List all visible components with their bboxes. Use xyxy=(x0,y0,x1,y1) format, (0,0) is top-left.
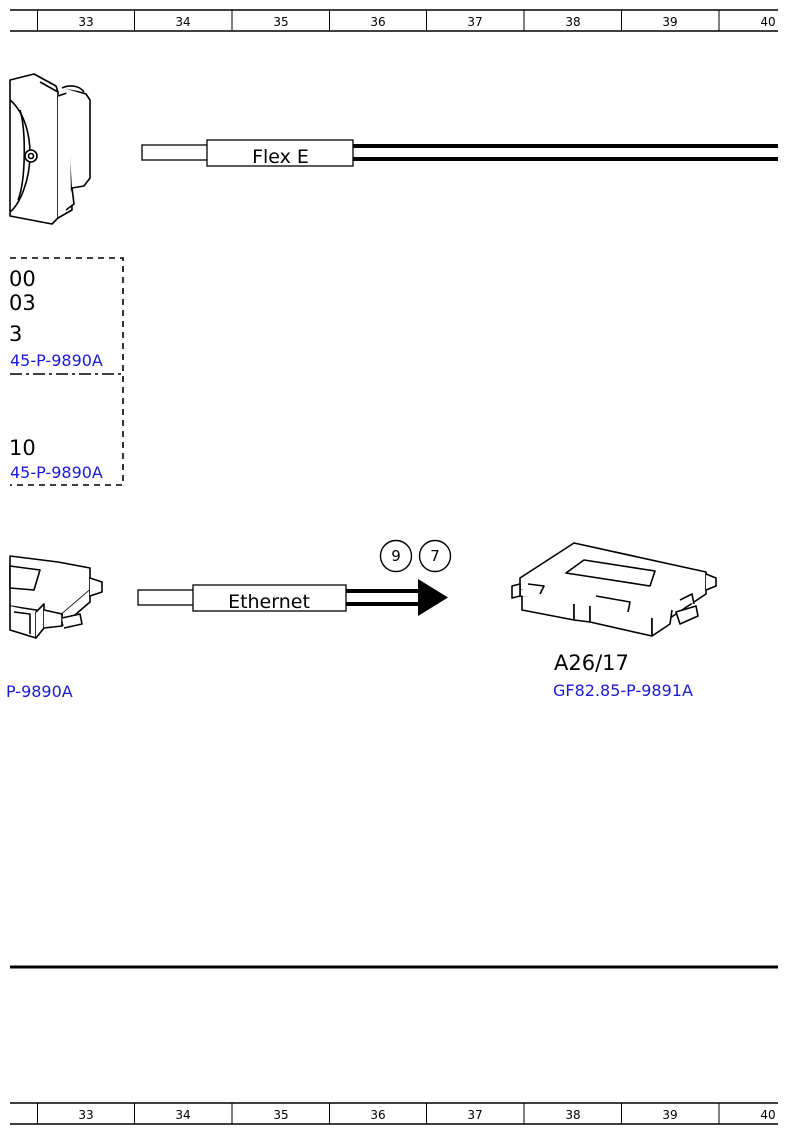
ruler-top-col-38: 38 xyxy=(565,15,580,29)
ruler-top-col-33: 33 xyxy=(78,15,93,29)
ruler-top-col-35: 35 xyxy=(273,15,288,29)
badge-7-label: 7 xyxy=(430,547,440,565)
box-lower: 10 45-P-9890A xyxy=(9,436,103,482)
right-control-module xyxy=(511,542,717,637)
box-upper-ref-link[interactable]: 45-P-9890A xyxy=(10,351,103,370)
box-upper-line-2: 03 xyxy=(9,291,36,315)
ruler-bottom-col-33: 33 xyxy=(78,1108,93,1122)
flex-e-label-box xyxy=(206,139,354,167)
ruler-top-col-39: 39 xyxy=(662,15,677,29)
ruler-bottom-col-40: 40 xyxy=(760,1108,775,1122)
box-lower-line-1: 10 xyxy=(9,436,36,460)
ruler-bottom-col-38: 38 xyxy=(565,1108,580,1122)
box-upper: 00 03 3 45-P-9890A xyxy=(9,267,103,370)
ethernet-cable: Ethernet xyxy=(137,579,448,616)
dashed-boxes xyxy=(10,257,124,486)
badge-7: 7 xyxy=(418,539,452,573)
ruler-bottom-col-37: 37 xyxy=(467,1108,482,1122)
box-upper-line-3: 3 xyxy=(9,322,22,346)
ruler-top-col-40: 40 xyxy=(760,15,775,29)
top-ruler: 33 34 35 36 37 38 39 40 xyxy=(10,9,778,32)
flex-connector-component xyxy=(9,73,91,225)
flex-e-label: Flex E xyxy=(252,146,309,168)
ruler-bottom-col-35: 35 xyxy=(273,1108,288,1122)
bottom-ruler: 33 34 35 36 37 38 39 40 xyxy=(10,1102,778,1125)
left-module-ref-link[interactable]: P-9890A xyxy=(6,682,73,701)
ruler-top-col-36: 36 xyxy=(370,15,385,29)
ruler-bottom-col-36: 36 xyxy=(370,1108,385,1122)
ethernet-label: Ethernet xyxy=(228,591,310,613)
badge-9: 9 xyxy=(379,539,413,573)
ethernet-label-box xyxy=(192,584,347,612)
box-lower-ref-link[interactable]: 45-P-9890A xyxy=(10,463,103,482)
left-control-module xyxy=(9,555,103,639)
ruler-bottom-col-39: 39 xyxy=(662,1108,677,1122)
flex-e-cable: Flex E xyxy=(141,139,778,168)
right-module-label: A26/17 xyxy=(554,651,629,675)
ruler-bottom-col-34: 34 xyxy=(175,1108,190,1122)
box-upper-line-1: 00 xyxy=(9,267,36,291)
right-module-ref-link[interactable]: GF82.85-P-9891A xyxy=(553,681,693,700)
arrow-head-icon xyxy=(418,579,448,616)
ruler-top-col-37: 37 xyxy=(467,15,482,29)
ruler-top-col-34: 34 xyxy=(175,15,190,29)
badge-9-label: 9 xyxy=(391,547,401,565)
